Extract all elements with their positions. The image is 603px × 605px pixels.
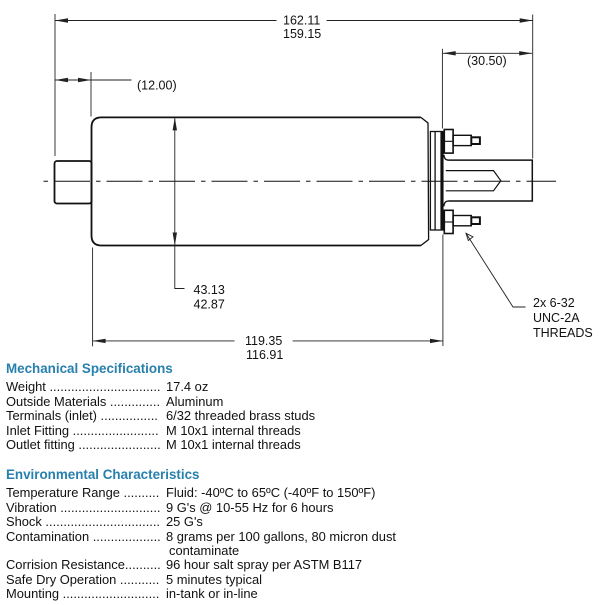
- svg-text:43.13: 43.13: [194, 283, 225, 297]
- svg-text:116.91: 116.91: [246, 348, 283, 362]
- svg-text:THREADS: THREADS: [533, 326, 593, 340]
- svg-text:162.11: 162.11: [283, 14, 320, 28]
- svg-text:(12.00): (12.00): [137, 79, 177, 93]
- svg-text:42.87: 42.87: [194, 297, 225, 311]
- svg-text:UNC-2A: UNC-2A: [533, 311, 580, 325]
- svg-text:119.35: 119.35: [245, 334, 282, 348]
- svg-text:(30.50): (30.50): [467, 54, 507, 68]
- svg-text:2x 6-32: 2x 6-32: [533, 296, 575, 310]
- svg-text:159.15: 159.15: [283, 27, 321, 41]
